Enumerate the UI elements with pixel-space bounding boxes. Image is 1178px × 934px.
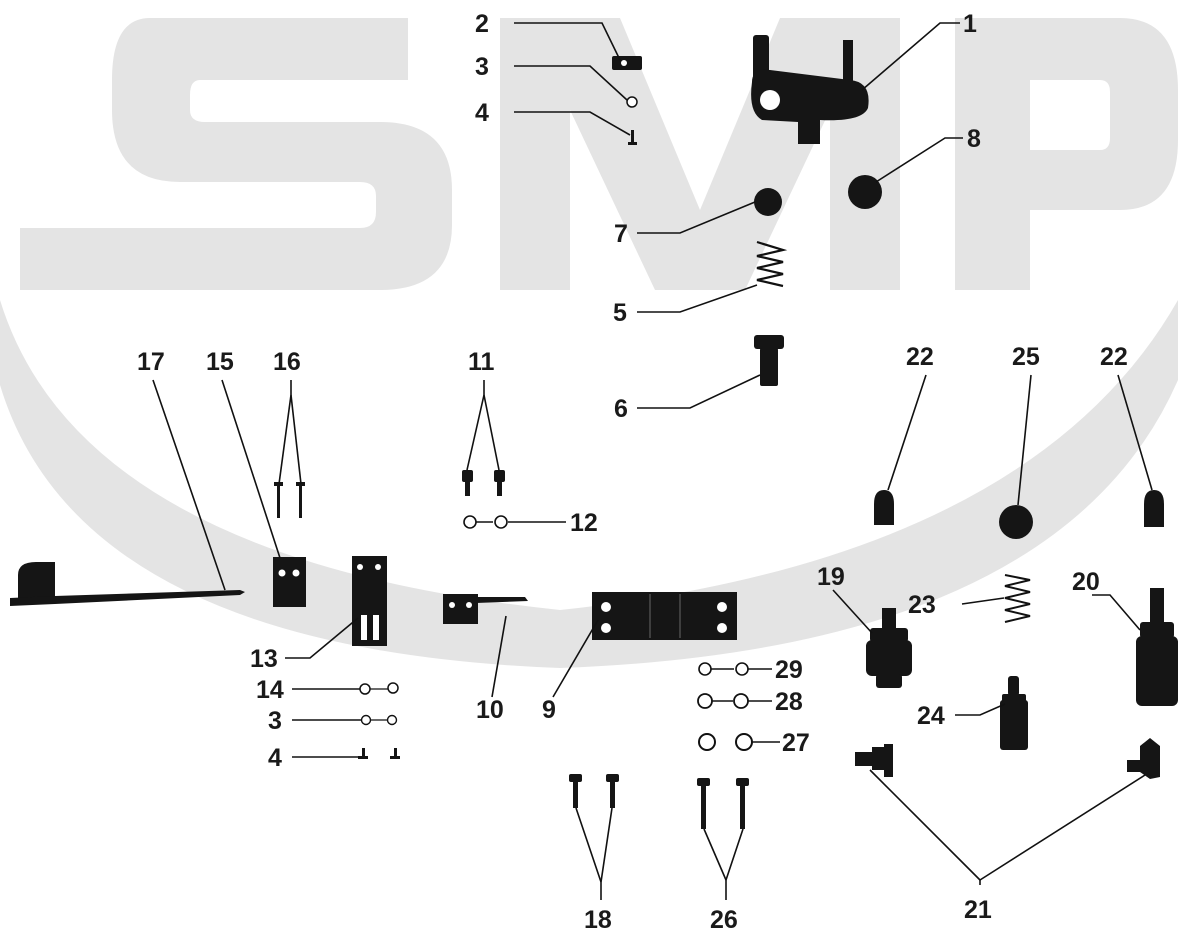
callout-23: 23 [908, 591, 936, 619]
callout-13: 13 [250, 645, 278, 673]
watermark-letter-p [955, 18, 1178, 290]
part-9-block [592, 592, 737, 640]
callout-14: 14 [256, 676, 284, 704]
callout-21: 21 [964, 896, 992, 924]
callout-29: 29 [775, 656, 803, 684]
part-6-bolt [754, 335, 784, 386]
callout-12: 12 [570, 509, 598, 537]
part-14-washers [359, 682, 399, 695]
part-13-bracket [352, 556, 387, 646]
callout-11: 11 [468, 348, 495, 376]
part-4-screws-lower [358, 748, 400, 759]
callout-25: 25 [1012, 343, 1040, 371]
callout-26: 26 [710, 906, 738, 934]
part-8-ball [848, 175, 882, 209]
callout-10: 10 [476, 696, 504, 724]
callout-17: 17 [137, 348, 165, 376]
part-12-washers [463, 515, 508, 529]
part-27-washers [698, 733, 753, 751]
callout-22-right: 22 [1100, 343, 1128, 371]
part-21-fittings [855, 738, 1160, 779]
callout-3: 3 [475, 53, 489, 81]
part-15-plate [273, 557, 306, 607]
part-19-valve [866, 608, 912, 688]
callout-1: 1 [963, 10, 977, 38]
callout-20: 20 [1072, 568, 1100, 596]
callout-7: 7 [614, 220, 628, 248]
callout-16: 16 [273, 348, 301, 376]
callout-6: 6 [614, 395, 628, 423]
part-24-stem [1000, 676, 1028, 750]
leader-lines [152, 22, 1153, 900]
part-2-clip [612, 56, 642, 70]
part-29-washers [698, 662, 749, 676]
callout-8: 8 [967, 125, 981, 153]
part-18-screws [569, 774, 619, 808]
watermark-logo [0, 18, 1178, 668]
callout-3-lower: 3 [268, 707, 282, 735]
part-25-ball [999, 505, 1033, 539]
part-28-washers [697, 693, 749, 709]
part-7-ball [754, 188, 782, 216]
part-16-pins [274, 482, 305, 518]
callout-18: 18 [584, 906, 612, 934]
part-3-washer [626, 96, 638, 108]
part-3-washers-lower [360, 714, 398, 726]
watermark-swoosh [0, 300, 1178, 668]
callout-5: 5 [613, 299, 627, 327]
callout-4-lower: 4 [268, 744, 282, 772]
part-11-screws [462, 470, 505, 496]
callout-24: 24 [917, 702, 945, 730]
part-10-lever [443, 594, 528, 624]
callout-2: 2 [475, 10, 489, 38]
callout-15: 15 [206, 348, 234, 376]
part-20-valve [1136, 588, 1178, 706]
callout-28: 28 [775, 688, 803, 716]
watermark-letter-m [500, 18, 900, 290]
part-22-cap-right [1144, 490, 1164, 527]
callout-19: 19 [817, 563, 845, 591]
part-22-cap-left [874, 490, 894, 525]
part-23-spring [1004, 574, 1031, 623]
callout-22-left: 22 [906, 343, 934, 371]
part-1-lever-bracket [751, 35, 869, 144]
callout-4: 4 [475, 99, 489, 127]
callout-9: 9 [542, 696, 556, 724]
part-4-screw [628, 130, 637, 145]
watermark-letter-s [20, 18, 452, 290]
part-26-screws [697, 778, 749, 829]
part-5-spring [756, 240, 788, 288]
callout-labels: 1 2 3 4 5 6 7 8 9 10 11 12 13 14 15 16 1… [137, 10, 1128, 934]
part-17-rod [10, 562, 245, 606]
callout-27: 27 [782, 729, 810, 757]
